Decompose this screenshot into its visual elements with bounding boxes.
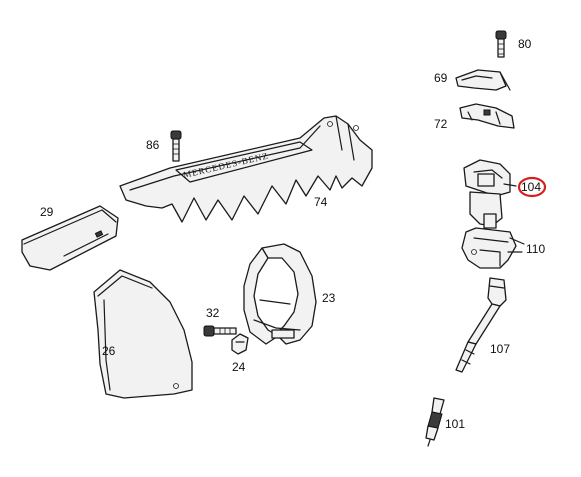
callout-32: 32 (206, 306, 220, 320)
part-104-ignition-coil[interactable] (463, 159, 517, 229)
part-86-bolt[interactable] (170, 130, 182, 162)
callout-101: 101 (445, 417, 465, 431)
part-29-cover-strip[interactable] (21, 205, 119, 271)
part-107-plug-connector[interactable] (455, 277, 507, 373)
part-69-bracket[interactable] (455, 69, 511, 91)
part-74-engine-cover[interactable]: MERCEDES-BENZ (119, 115, 373, 223)
callout-23: 23 (322, 291, 336, 305)
callout-24: 24 (232, 360, 246, 374)
callout-29: 29 (40, 205, 54, 219)
callout-26: 26 (102, 344, 116, 358)
callout-80: 80 (518, 37, 532, 51)
callout-86: 86 (146, 138, 160, 152)
part-32-bolt[interactable] (203, 325, 237, 337)
part-26-side-cover[interactable] (93, 269, 193, 399)
part-110-coil-bracket[interactable] (461, 227, 525, 269)
part-104-highlight-ring (517, 176, 547, 198)
callout-104: 104 (521, 180, 541, 194)
callout-72: 72 (434, 117, 448, 131)
callout-69: 69 (434, 71, 448, 85)
part-80-bolt[interactable] (495, 30, 507, 58)
callout-74: 74 (314, 195, 328, 209)
callout-110: 110 (526, 242, 545, 256)
part-23-guard-ring[interactable] (243, 243, 317, 345)
callout-107: 107 (490, 342, 510, 356)
part-24-clip[interactable] (231, 333, 249, 355)
part-101-spark-plug[interactable] (425, 397, 445, 447)
part-72-clip[interactable] (459, 103, 515, 129)
